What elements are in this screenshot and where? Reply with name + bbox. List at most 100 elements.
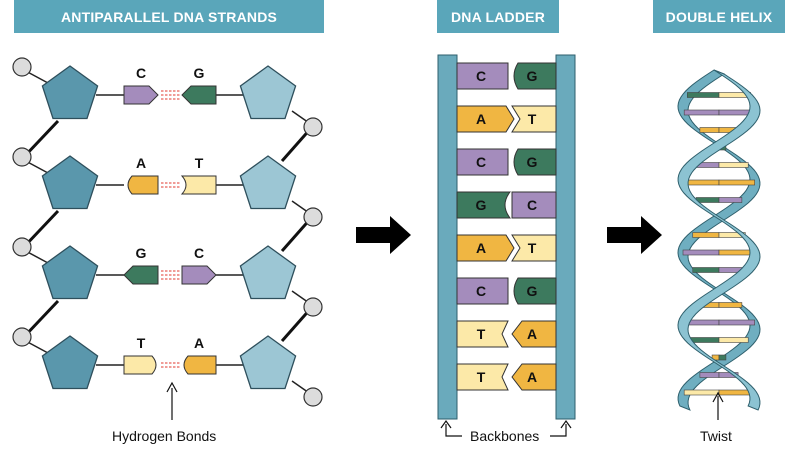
helix-base-rung [692, 267, 720, 273]
ladder-base-left-A [456, 234, 515, 262]
strand-label-right: C [194, 245, 204, 261]
backbones-bracket-right-head [560, 419, 572, 429]
phosphate-right [303, 117, 323, 137]
phosphate-right [303, 387, 323, 407]
helix-base-rung [699, 372, 720, 378]
transition-arrows [356, 216, 662, 254]
ladder-label-right: A [527, 369, 537, 385]
ladder-label-left: A [476, 240, 486, 256]
ladder-base-left-G [456, 191, 512, 219]
phosphate-left [12, 147, 32, 167]
sugar-left [41, 65, 99, 120]
helix-base-rung [687, 92, 720, 98]
sugar-left [41, 335, 99, 390]
phosphate-left [12, 57, 32, 77]
helix-base-rung [718, 302, 743, 308]
backbones-bracket-right [550, 424, 567, 437]
ladder-label-right: G [527, 283, 538, 299]
ladder-base-left-A [456, 105, 515, 133]
ladder-base-right-T [511, 234, 557, 262]
base-right-T [180, 175, 217, 195]
strand-label-right: T [195, 155, 204, 171]
sugar-right [239, 245, 297, 300]
strand-label-right: G [194, 65, 205, 81]
ladder-label-left: C [476, 154, 486, 170]
antiparallel-strands-panel: C G A T G C T A [12, 57, 323, 420]
ladder-base-left-T [456, 363, 509, 391]
phosphate-left [12, 237, 32, 257]
helix-base-rung [718, 354, 727, 361]
double-helix-panel [677, 69, 761, 420]
header-double-helix: DOUBLE HELIX [653, 0, 785, 33]
ladder-base-right-A [511, 320, 557, 348]
sugar-right [239, 65, 297, 120]
header-dna-ladder: DNA LADDER [437, 0, 559, 33]
ladder-base-right-G [513, 148, 557, 176]
helix-base-rung [718, 197, 743, 203]
helix-base-rung [692, 232, 720, 238]
ladder-label-left: T [477, 326, 486, 342]
header-antiparallel-strands: ANTIPARALLEL DNA STRANDS [14, 0, 324, 33]
ladder-label-left: T [477, 369, 486, 385]
ladder-label-left: C [476, 283, 486, 299]
twist-pointer-head [712, 391, 724, 403]
helix-base-rung [718, 179, 756, 186]
helix-base-rung [683, 389, 720, 396]
strand-label-left: A [136, 155, 146, 171]
helix-base-rung [689, 337, 720, 343]
strand-label-left: T [137, 335, 146, 351]
strand-label-right: A [194, 335, 204, 351]
label-backbones: Backbones [470, 428, 540, 444]
base-left-G [123, 265, 159, 285]
ladder-label-left: C [476, 68, 486, 84]
base-left-C [123, 85, 159, 105]
helix-base-rung [695, 197, 720, 203]
phosphate-right [303, 297, 323, 317]
ladder-backbone-right [555, 54, 576, 420]
ladder-base-right-G [513, 62, 557, 90]
sugar-left [41, 245, 99, 300]
helix-strand-front [677, 69, 761, 411]
helix-base-rung [718, 337, 749, 343]
backbones-bracket-left [445, 424, 462, 437]
base-left-T [123, 355, 157, 375]
phosphate-right [303, 207, 323, 227]
ladder-label-right: T [528, 240, 537, 256]
ladder-base-right-A [511, 363, 557, 391]
ladder-label-right: G [527, 154, 538, 170]
ladder-base-left-C [456, 148, 509, 176]
ladder-label-left: G [476, 197, 487, 213]
helix-base-rung [682, 249, 720, 256]
arrow-to-ladder [356, 216, 411, 254]
ladder-label-left: A [476, 111, 486, 127]
helix-base-rung [718, 162, 749, 168]
strand-label-left: G [136, 245, 147, 261]
helix-base-rung [683, 109, 720, 116]
label-hydrogen-bonds: Hydrogen Bonds [112, 428, 217, 444]
sugar-right [239, 335, 297, 390]
base-right-G [181, 85, 217, 105]
base-left-A [127, 175, 159, 195]
ladder-base-left-T [456, 320, 509, 348]
ladder-label-right: G [527, 68, 538, 84]
ladder-base-right-T [511, 105, 557, 133]
helix-base-rung [699, 127, 720, 133]
ladder-base-left-C [456, 277, 509, 305]
ladder-base-right-G [513, 277, 557, 305]
base-right-C [181, 265, 217, 285]
hydrogen-bonds-pointer-head [166, 381, 178, 393]
phosphate-left [12, 327, 32, 347]
sugar-left [41, 155, 99, 210]
ladder-label-right: T [528, 111, 537, 127]
ladder-base-right-C [511, 191, 557, 219]
helix-base-rung [718, 319, 756, 326]
backbones-bracket-left-head [440, 419, 452, 429]
sugar-right [239, 155, 297, 210]
arrow-to-helix [607, 216, 662, 254]
ladder-base-left-C [456, 62, 509, 90]
strand-label-left: C [136, 65, 146, 81]
base-right-A [183, 355, 217, 375]
ladder-label-right: C [527, 197, 537, 213]
